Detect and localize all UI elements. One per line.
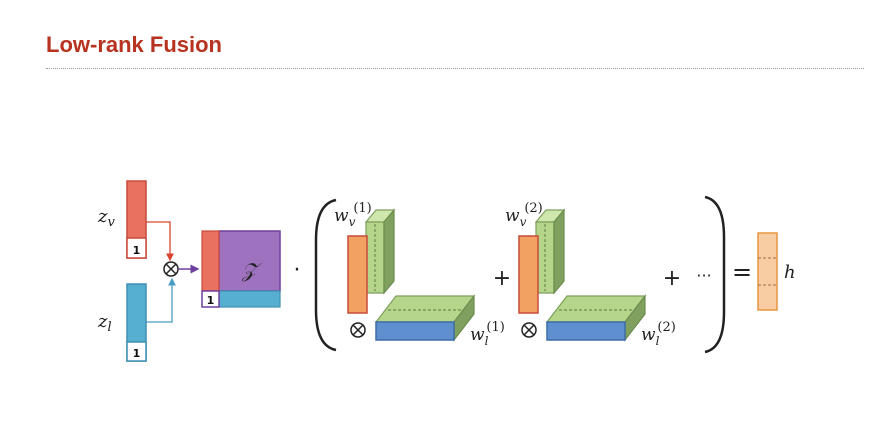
zv-one-label: 1 — [133, 244, 141, 257]
plus-operator: + — [493, 266, 511, 291]
equals-sign: = — [732, 258, 752, 286]
zv-connector — [146, 221, 174, 262]
rank-2-factors — [518, 208, 647, 342]
zl-connector — [146, 277, 176, 323]
outer-product-icon — [163, 261, 179, 277]
output-label: h — [784, 262, 796, 283]
slide-title: Low-rank Fusion — [46, 32, 222, 57]
right-paren — [704, 195, 726, 354]
output-vector-h — [757, 232, 778, 311]
tensor-one-label: 1 — [207, 294, 215, 307]
wv1-label: wv(1) — [334, 201, 372, 229]
zl-vector: 1 — [126, 283, 147, 362]
plus-operator: + — [663, 266, 681, 291]
wl2-label: wl(2) — [641, 320, 676, 348]
zv-vector: 1 — [126, 180, 147, 259]
zv-label: zv — [97, 206, 115, 230]
rank-1-factors — [347, 208, 476, 342]
wl1-label: wl(1) — [470, 320, 505, 348]
title-divider — [46, 68, 864, 69]
zl-one-label: 1 — [133, 347, 141, 360]
tensor-z: 1 𝒵 — [201, 230, 281, 308]
wv2-label: wv(2) — [505, 201, 543, 229]
outer-product-icon — [521, 322, 537, 338]
outer-product-icon — [350, 322, 366, 338]
tensor-label: 𝒵 — [241, 258, 262, 282]
dot-operator: · — [294, 258, 301, 283]
left-paren — [314, 198, 337, 352]
zl-label: zl — [97, 311, 112, 335]
ellipsis: ··· — [696, 266, 711, 285]
